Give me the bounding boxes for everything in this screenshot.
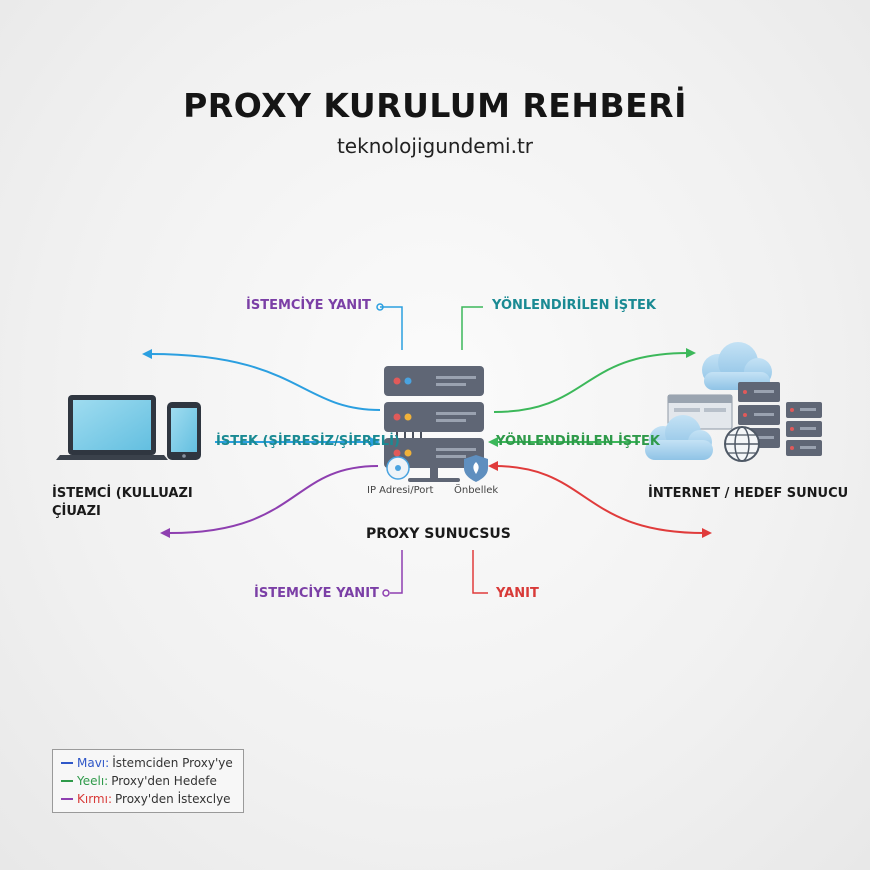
flow-label-top-right: YÖNLENDİRİLEN İŞTEK xyxy=(492,298,656,313)
legend-key: Yeelı: xyxy=(77,774,109,788)
shield-icon xyxy=(464,455,488,482)
leader-bottom-left xyxy=(382,550,403,597)
cache-label: Önbellek xyxy=(454,485,499,496)
leader-top-left xyxy=(376,303,403,350)
legend-swatch xyxy=(61,780,73,782)
target-server-icon xyxy=(786,402,822,456)
arrow-top-left xyxy=(142,349,381,411)
target-server-icon xyxy=(738,382,780,448)
leader-bottom-right xyxy=(472,550,488,594)
proxy-server-icon xyxy=(384,366,484,482)
legend-swatch xyxy=(61,762,73,764)
flow-label-bottom-left: İSTEMCİYE YANIT xyxy=(254,586,379,601)
arrow-mid-right xyxy=(488,437,640,447)
flow-label-bottom-right: YANIT xyxy=(496,586,539,601)
legend-item-red: Kırmı: Proxy'den İstexclye xyxy=(61,790,235,808)
legend-desc: Proxy'den İstexclye xyxy=(115,792,231,806)
arrow-mid-left xyxy=(215,437,380,447)
ip-port-icon xyxy=(386,456,410,480)
flow-label-mid-right: YÖNLENDİRİLEN İŞTEK xyxy=(496,434,660,449)
globe-icon xyxy=(724,426,760,462)
legend-item-green: Yeelı: Proxy'den Hedefe xyxy=(61,772,235,790)
legend-desc: İstemciden Proxy'ye xyxy=(112,756,233,770)
cloud-icon xyxy=(645,415,713,460)
proxy-label: PROXY SUNUCSUS xyxy=(366,526,511,542)
legend-swatch xyxy=(61,798,73,800)
legend-key: Mavı: xyxy=(77,756,110,770)
flow-label-top-left: İSTEMCİYE YANIT xyxy=(246,298,371,313)
arrow-bottom-right xyxy=(488,461,712,538)
legend: Mavı: İstemciden Proxy'ye Yeelı: Proxy'd… xyxy=(52,749,244,813)
ip-port-label: IP Adresi/Port xyxy=(367,485,434,496)
leader-top-right xyxy=(461,306,483,350)
client-label-line2: ÇİUAZI xyxy=(52,504,101,519)
client-label-line1: İSTEMCİ (KULLUAZI xyxy=(52,486,193,501)
internet-label: İNTERNET / HEDEF SUNUCU xyxy=(648,486,849,501)
page-title: PROXY KURULUM REHBERİ xyxy=(183,86,687,125)
laptop-icon xyxy=(56,395,168,460)
legend-item-blue: Mavı: İstemciden Proxy'ye xyxy=(61,754,235,772)
legend-desc: Proxy'den Hedefe xyxy=(111,774,217,788)
arrow-bottom-left xyxy=(160,465,379,538)
smartphone-icon xyxy=(167,402,201,460)
page-subtitle: teknolojigundemi.tr xyxy=(336,134,534,158)
legend-key: Kırmı: xyxy=(77,792,112,806)
flow-label-mid-left: İSTEK (ŞİFRESİZ/ŞİFRELİ) xyxy=(216,434,400,449)
arrow-top-right xyxy=(493,348,696,413)
